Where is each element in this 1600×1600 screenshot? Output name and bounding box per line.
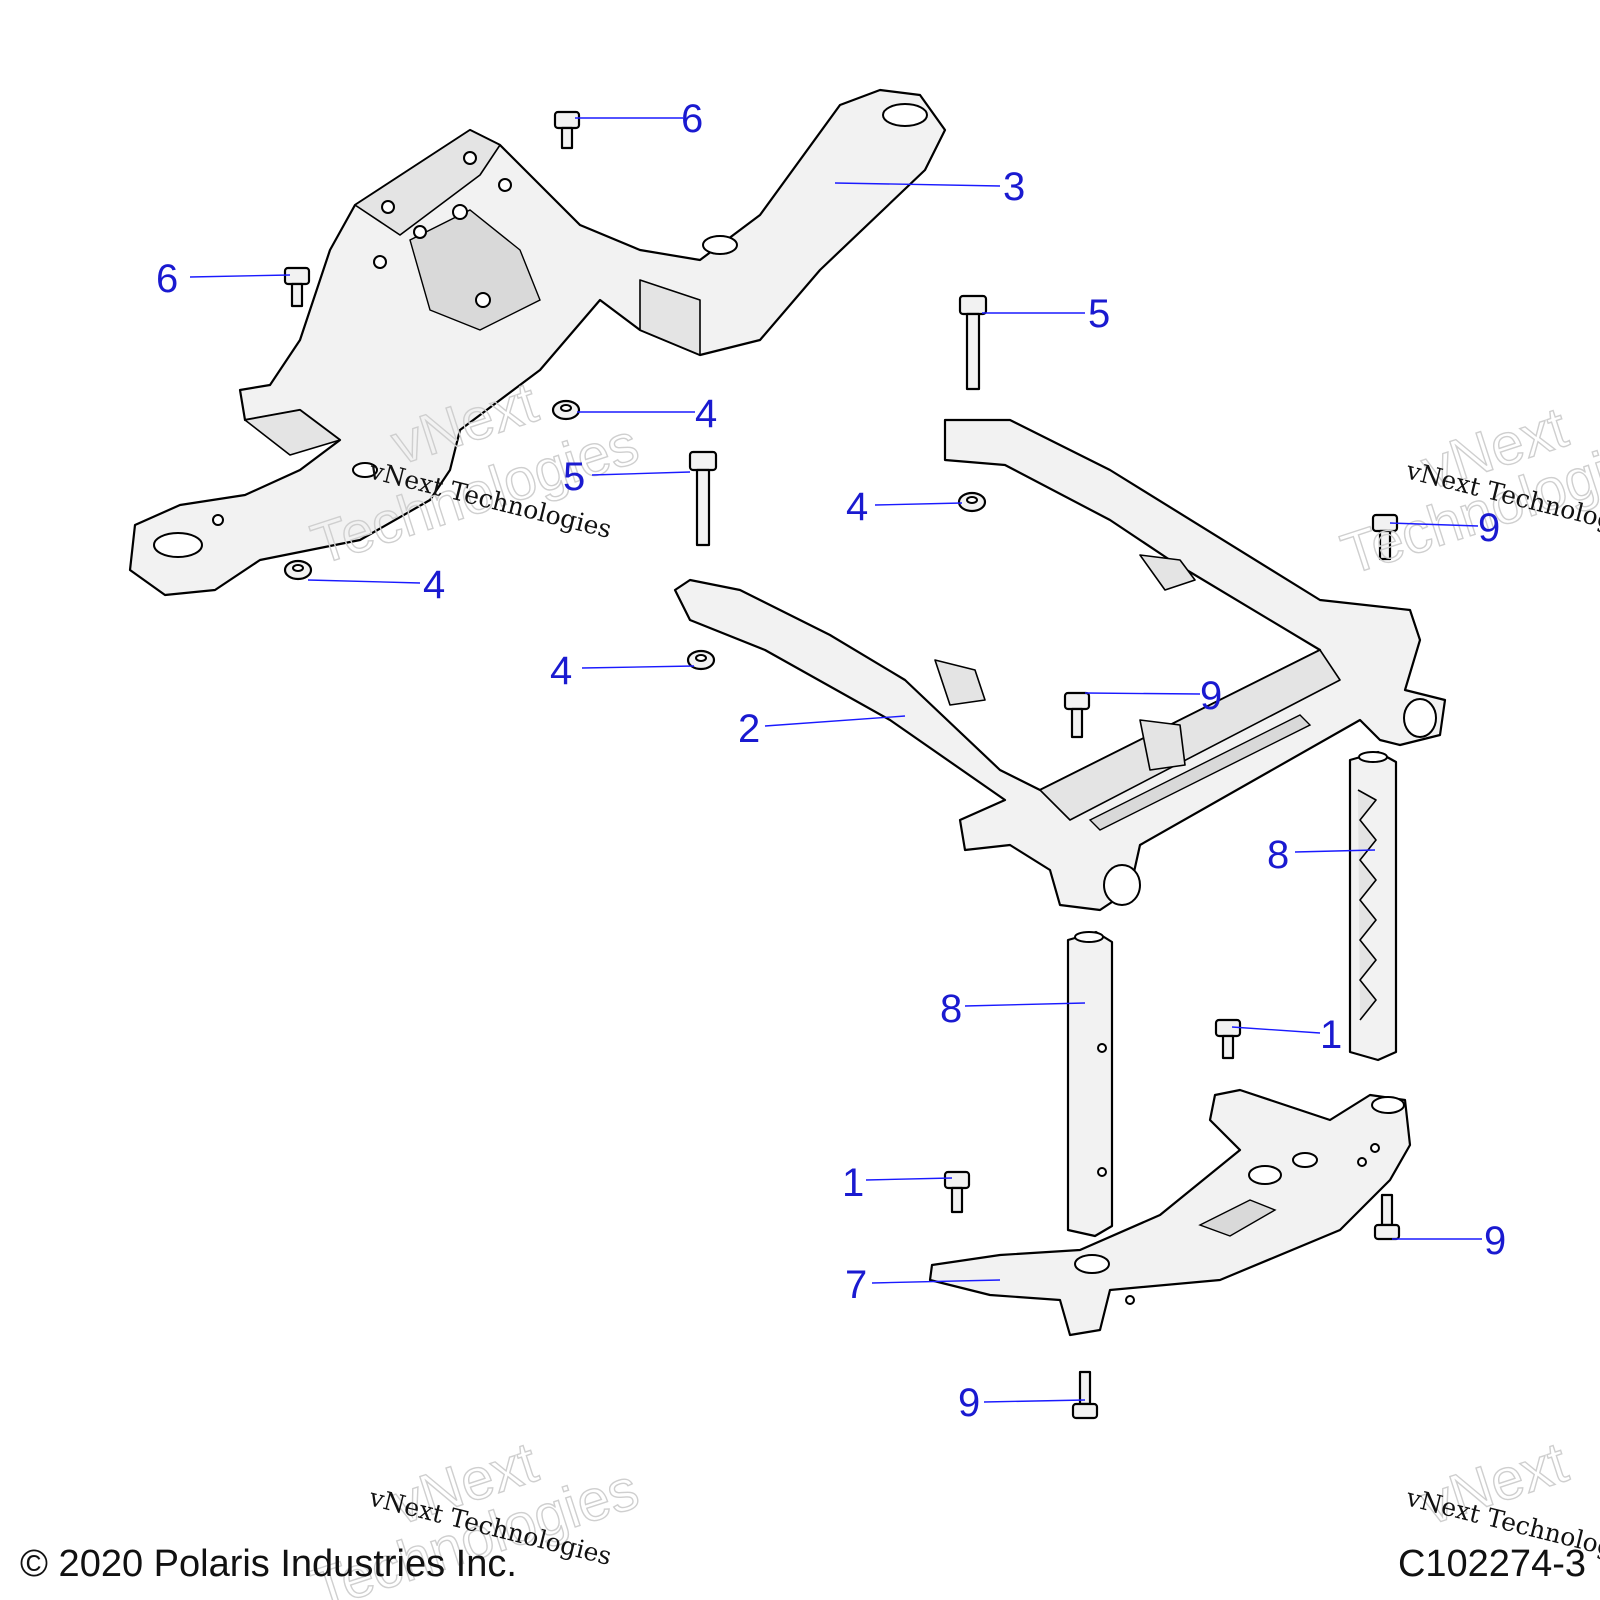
bolt-6-left [283,266,311,308]
bolt-9-bottom [1071,1370,1099,1420]
callout-number: 4 [846,485,868,529]
part-7-lower-crossmember [928,1088,1412,1337]
callout-3: 3 [834,165,1025,209]
callout-9-right-top: 9 [1389,506,1500,550]
callout-1-right: 1 [1231,1013,1342,1057]
callout-4-left: 4 [307,563,445,607]
nut-4-a [551,399,581,421]
nut-4-c [283,559,313,581]
callout-number: 7 [845,1263,867,1307]
callout-number: 6 [156,257,178,301]
callout-6-left: 6 [156,257,291,301]
callout-7: 7 [845,1263,1001,1307]
callout-5-right: 5 [982,292,1110,336]
bolt-5-long-right [958,294,988,391]
callout-2: 2 [738,707,906,751]
callout-number: 1 [842,1161,864,1205]
callout-4-middle: 4 [846,485,963,529]
callout-number: 9 [1200,674,1222,718]
bolt-1-right [1214,1018,1242,1060]
bolt-1-left [943,1170,971,1214]
callout-number: 9 [958,1381,980,1425]
callout-4-upper: 4 [577,392,717,436]
callout-number: 8 [1267,833,1289,877]
part-8-post-left [1066,930,1114,1238]
callout-9-right-lower: 9 [1392,1219,1506,1263]
callout-9-middle: 9 [1084,674,1222,718]
bolt-6-top [553,110,581,150]
callout-number: 4 [550,649,572,693]
part-2-main-frame [673,418,1447,912]
callout-number: 9 [1478,506,1500,550]
callout-8-right: 8 [1267,833,1376,877]
callout-1-left: 1 [842,1161,953,1205]
figure-id: C102274-3 [1397,1543,1586,1585]
callout-9-bottom: 9 [958,1381,1086,1425]
callout-number: 5 [1088,292,1110,336]
callout-8-left: 8 [940,987,1086,1031]
bolt-5-long-left [688,450,718,547]
callout-6-top: 6 [575,97,703,141]
callout-number: 3 [1003,165,1025,209]
bolt-9-middle [1063,691,1091,739]
callout-number: 8 [940,987,962,1031]
nut-4-b [957,491,987,513]
part-3-upper-bracket [128,88,947,597]
copyright-notice: © 2020 Polaris Industries Inc. [20,1543,517,1585]
callout-number: 2 [738,707,760,751]
callout-number: 5 [563,455,585,499]
nut-4-d [686,649,716,671]
callout-number: 9 [1484,1219,1506,1263]
callout-number: 4 [423,563,445,607]
watermark-right-upper: vNext Technologies vNext Technologies [1333,394,1600,588]
callout-5-left: 5 [563,455,691,499]
callout-4-lower: 4 [550,649,695,693]
part-8-post-right [1348,750,1398,1062]
callout-number: 4 [695,392,717,436]
callout-number: 1 [1320,1013,1342,1057]
callout-number: 6 [681,97,703,141]
bolt-9-right-lower [1373,1193,1401,1241]
